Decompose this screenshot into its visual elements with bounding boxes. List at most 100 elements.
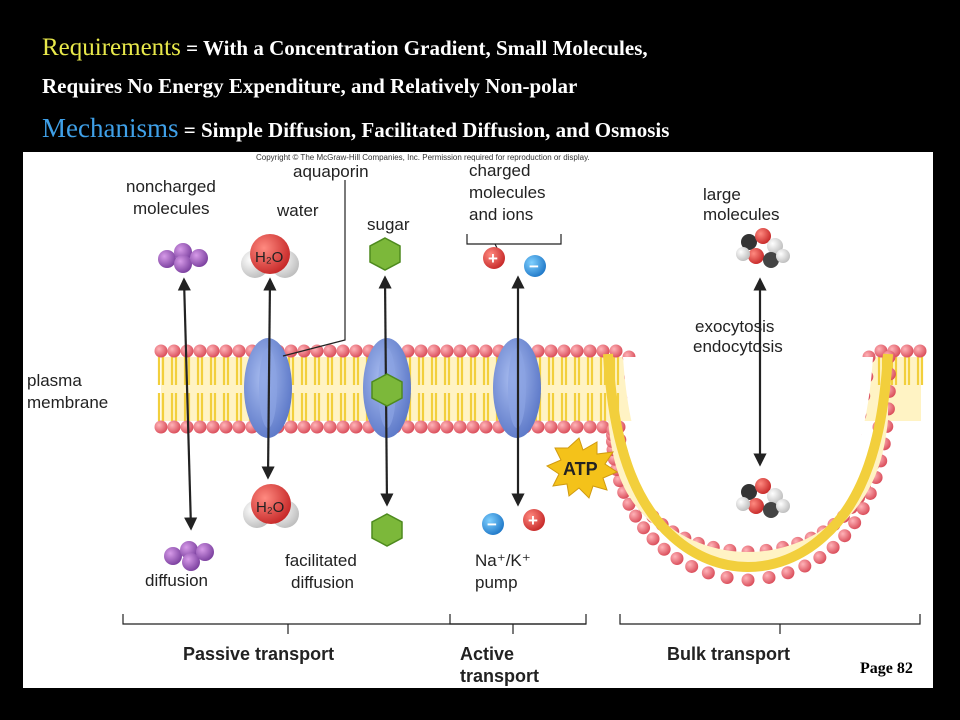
noncharged-molecule-top: [158, 243, 208, 273]
charged-label-2: molecules: [469, 183, 546, 202]
copyright-text: Copyright © The McGraw-Hill Companies, I…: [256, 153, 590, 162]
lipid-head-outer: [349, 344, 363, 358]
mechanisms-line: Mechanisms = Simple Diffusion, Facilitat…: [42, 113, 669, 144]
lipid-head-outer: [206, 344, 220, 358]
lipid-head-fold-edge: [838, 529, 852, 543]
lipid-head-inner: [453, 420, 467, 434]
h2o-label-bottom: H₂O: [256, 499, 284, 516]
sugar-label: sugar: [367, 215, 410, 234]
mechanisms-label: Mechanisms: [42, 113, 179, 143]
noncharged-label-1: noncharged: [126, 177, 216, 196]
diffusion-label: diffusion: [145, 571, 208, 590]
atp-burst: ATP: [545, 437, 619, 499]
lipid-head-inner: [401, 420, 415, 434]
lipid-head-outer: [466, 344, 480, 358]
passive-transport-label: Passive transport: [183, 644, 334, 664]
lipid-head-outer: [570, 344, 584, 358]
lipid-head-outer: [193, 344, 207, 358]
lipid-head-fold-edge: [720, 570, 734, 584]
lipid-head-inner: [193, 420, 207, 434]
lipid-head-fold-edge: [781, 566, 795, 580]
lipid-head-outer: [453, 344, 467, 358]
lipid-head-fold-edge: [685, 559, 699, 573]
lipid-head-inner: [596, 420, 610, 434]
lipid-head-inner: [349, 420, 363, 434]
lipid-head-outer: [544, 344, 558, 358]
mechanisms-text: = Simple Diffusion, Facilitated Diffusio…: [178, 118, 670, 142]
lipid-head-inner: [414, 420, 428, 434]
membrane-diagram: Copyright © The McGraw-Hill Companies, I…: [27, 153, 927, 686]
water-molecule-bottom: H₂O: [243, 484, 299, 528]
lipid-head-outer: [900, 344, 914, 358]
lipid-head-inner: [583, 420, 597, 434]
lipid-head-inner: [427, 420, 441, 434]
lipid-head-outer: [219, 344, 233, 358]
atp-label: ATP: [563, 459, 598, 479]
sugar-hexagon-in-carrier: [371, 373, 403, 407]
lipid-head-fold-edge: [826, 540, 840, 554]
endocytic-vesicle-fold: [603, 353, 893, 572]
lipid-head-inner: [297, 420, 311, 434]
active-label-1: Active: [460, 644, 514, 664]
pump-label-2: pump: [475, 573, 518, 592]
lipid-head-inner: [570, 420, 584, 434]
sugar-hexagon-bottom: [371, 513, 403, 547]
noncharged-molecule-bottom: [164, 541, 214, 571]
aquaporin-label: aquaporin: [293, 162, 369, 181]
page-number: Page 82: [860, 660, 913, 677]
charged-label-1: charged: [469, 161, 530, 180]
lipid-head-inner: [466, 420, 480, 434]
lipid-head-inner: [154, 420, 168, 434]
sugar-hexagon-top: [369, 237, 401, 271]
pump-label-1: Na⁺/K⁺: [475, 551, 531, 570]
lipid-head-fold-edge: [637, 521, 651, 535]
lipid-head-inner: [440, 420, 454, 434]
water-molecule-top: H₂O: [241, 234, 299, 278]
lipid-head-outer: [167, 344, 181, 358]
lipid-head-outer: [401, 344, 415, 358]
bulk-transport-label: Bulk transport: [667, 644, 790, 664]
plus-sign-bottom: +: [528, 511, 538, 530]
charged-label-3: and ions: [469, 205, 533, 224]
lipid-head-fold-edge: [741, 573, 755, 587]
large-molecule-top: [736, 228, 790, 268]
lipid-head-inner: [531, 420, 545, 434]
lipid-head-inner: [544, 420, 558, 434]
lipid-head-outer: [427, 344, 441, 358]
lipid-head-inner: [323, 420, 337, 434]
lipid-head-inner: [557, 420, 571, 434]
lipid-head-fold-edge: [622, 497, 636, 511]
lipid-head-fold-edge: [670, 551, 684, 565]
requirements-text-2: Requires No Energy Expenditure, and Rela…: [42, 74, 578, 98]
requirements-label: Requirements: [42, 34, 181, 61]
endocytosis-label: endocytosis: [693, 337, 783, 356]
lipid-head-inner: [284, 420, 298, 434]
water-arrow: [261, 277, 277, 480]
requirements-line: Requirements = With a Concentration Grad…: [42, 34, 648, 62]
requirements-text-1: = With a Concentration Gradient, Small M…: [180, 36, 648, 60]
lipid-head-fold-edge: [646, 532, 660, 546]
lipid-head-fold-edge: [629, 509, 643, 523]
lipid-head-fold-edge: [657, 542, 671, 556]
exocytosis-label: exocytosis: [695, 317, 774, 336]
lipid-head-outer: [557, 344, 571, 358]
lipid-head-inner: [219, 420, 233, 434]
facilitated-label-1: facilitated: [285, 551, 357, 570]
lipid-head-outer: [323, 344, 337, 358]
large-label-2: molecules: [703, 205, 780, 224]
lipid-head-fold-edge: [701, 566, 715, 580]
large-molecule-vesicle: [736, 478, 790, 518]
membrane-label: membrane: [27, 393, 108, 412]
plasma-label: plasma: [27, 371, 82, 390]
lipid-head-outer: [232, 344, 246, 358]
lipid-head-outer: [440, 344, 454, 358]
lipid-head-outer: [336, 344, 350, 358]
ions-top: + −: [483, 247, 546, 277]
lipid-head-inner: [310, 420, 324, 434]
minus-sign-top: −: [529, 257, 539, 276]
lipid-head-fold-edge: [813, 551, 827, 565]
h2o-label-top: H₂O: [255, 249, 283, 266]
lipid-head-inner: [206, 420, 220, 434]
ions-bottom: − +: [482, 509, 545, 535]
lipid-head-fold-edge: [762, 570, 776, 584]
